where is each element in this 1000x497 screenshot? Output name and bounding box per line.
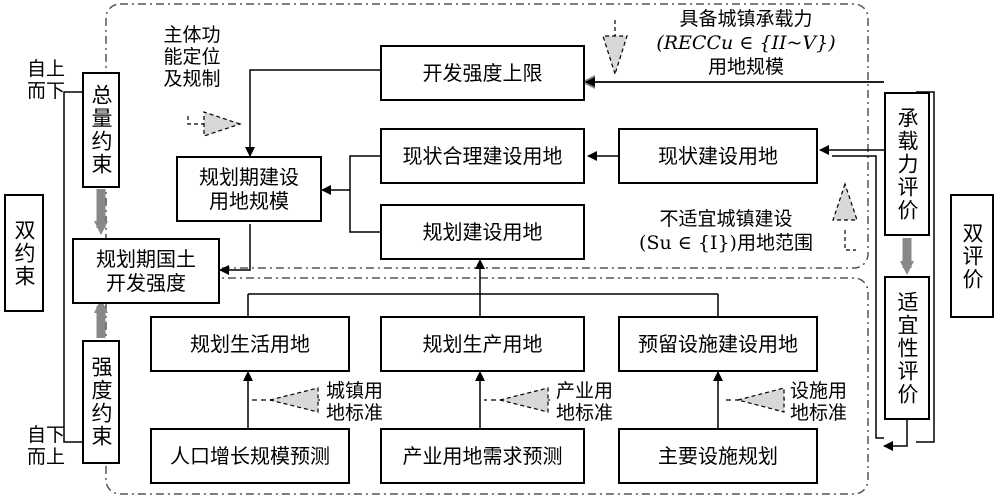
unsuitable-triangle	[832, 182, 858, 221]
population-forecast-box: 人口增长规模预测	[150, 428, 350, 484]
production-land-box: 规划生产用地	[380, 316, 585, 372]
suitability-feedback-arrow	[883, 420, 908, 451]
land-intensity-text: 规划期国土 开发强度	[96, 247, 196, 295]
industry-demand-text: 产业用地需求预测	[402, 444, 563, 468]
capacity-eval-box: 承载力评价	[884, 92, 930, 236]
intensity-constraint-text: 强度约束	[89, 356, 113, 448]
urban-standard-triangle	[269, 387, 319, 413]
industry-standard-triangle	[499, 387, 549, 413]
dual-evaluation-box: 双评价	[950, 194, 994, 318]
suitability-eval-text: 适宜性评价	[895, 290, 919, 406]
capacity-label-line3: 用地规模	[707, 56, 784, 78]
current-reasonable-text: 现状合理建设用地	[402, 144, 563, 168]
current-construction-text: 现状建设用地	[658, 144, 778, 168]
living-land-box: 规划生活用地	[150, 316, 350, 372]
main-function-label: 主体功 能定位 及规制	[163, 24, 221, 90]
total-constraint-text: 总量约束	[89, 84, 113, 176]
current-reasonable-box: 现状合理建设用地	[380, 128, 585, 184]
dual-constraint-text: 双约束	[12, 218, 36, 288]
capacity-label-line1: 具备城镇承载力	[679, 8, 813, 30]
main-function-triangle	[203, 111, 242, 137]
reserved-facility-box: 预留设施建设用地	[618, 316, 818, 372]
population-forecast-text: 人口增长规模预测	[170, 444, 330, 468]
bottom-up-label: 自下 而上	[26, 424, 65, 468]
facility-standard-triangle	[735, 387, 785, 413]
planned-construction-box: 规划建设用地	[380, 204, 585, 260]
unsuitable-label-line1: 不适宜城镇建设	[659, 208, 793, 230]
limit-to-scale-arrow	[245, 69, 380, 157]
intensity-constraint-box: 强度约束	[82, 340, 120, 464]
scale-to-intensity-arrow	[219, 224, 251, 275]
facility-standard-label: 设施用 地标准	[790, 380, 848, 424]
upper-limit-box: 开发强度上限	[380, 45, 585, 101]
upper-limit-text: 开发强度上限	[422, 61, 543, 85]
dual-constraint-bracket	[63, 91, 82, 443]
reserved-facility-text: 预留设施建设用地	[638, 332, 798, 356]
dual-evaluation-text: 双评价	[960, 221, 984, 291]
top-down-label: 自上 而下	[26, 58, 65, 102]
planned-construction-text: 规划建设用地	[422, 220, 543, 244]
urban-standard-label: 城镇用 地标准	[326, 380, 384, 424]
capacity-triangle	[602, 35, 628, 76]
planned-scale-text: 规划期建设 用地规模	[199, 165, 299, 213]
facility-plan-text: 主要设施规划	[658, 444, 778, 468]
capacity-label-line2: (RECCu ∈ {II~V})	[656, 32, 836, 54]
production-land-text: 规划生产用地	[422, 332, 543, 356]
industry-demand-box: 产业用地需求预测	[380, 428, 585, 484]
living-land-text: 规划生活用地	[190, 332, 310, 356]
unsuitable-label-line2: (Su ∈ {I})用地范围	[639, 232, 813, 254]
upper-region-border	[105, 3, 869, 269]
planned-scale-box: 规划期建设 用地规模	[176, 156, 322, 222]
facility-plan-box: 主要设施规划	[618, 428, 818, 484]
dual-constraint-box: 双约束	[4, 194, 44, 312]
current-construction-box: 现状建设用地	[618, 128, 818, 184]
capacity-eval-text: 承载力评价	[895, 106, 919, 222]
industry-standard-label: 产业用 地标准	[556, 380, 614, 424]
suitability-eval-box: 适宜性评价	[884, 276, 930, 420]
lower-region-border	[105, 277, 869, 495]
land-intensity-box: 规划期国土 开发强度	[72, 238, 220, 304]
total-constraint-box: 总量约束	[82, 72, 120, 188]
